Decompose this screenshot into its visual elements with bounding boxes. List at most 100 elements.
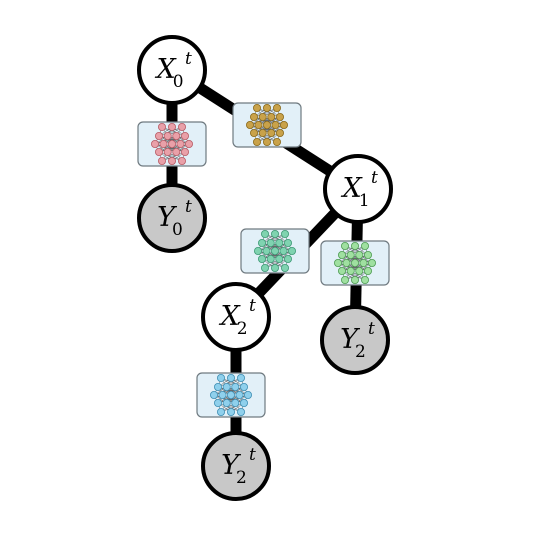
- neuron: [360, 241, 369, 250]
- neuron: [272, 104, 281, 113]
- neuron: [270, 229, 279, 238]
- node-y2a: Y2t: [320, 305, 390, 375]
- neuron: [184, 139, 193, 148]
- neuron: [154, 131, 163, 140]
- neuron: [266, 238, 275, 247]
- neuron: [209, 390, 218, 399]
- neuron: [253, 246, 262, 255]
- neuron: [226, 373, 235, 382]
- neuron: [249, 128, 258, 137]
- neuron: [216, 373, 225, 382]
- neuron: [340, 275, 349, 284]
- neuron: [333, 258, 342, 267]
- node-superscript: t: [249, 296, 256, 316]
- node-superscript: t: [185, 49, 192, 69]
- neuron: [262, 137, 271, 146]
- neuron: [280, 263, 289, 272]
- neuron: [159, 139, 168, 148]
- neuron: [279, 246, 288, 255]
- node-superscript: t: [371, 168, 378, 188]
- neuron: [213, 382, 222, 391]
- neuron: [167, 123, 176, 132]
- neuron: [262, 246, 271, 255]
- neuron: [267, 128, 276, 137]
- neuron: [222, 398, 231, 407]
- neuron: [177, 123, 186, 132]
- neuron: [167, 139, 176, 148]
- neuron: [272, 137, 281, 146]
- neuron: [275, 238, 284, 247]
- neuron: [337, 266, 346, 275]
- neuron: [243, 390, 252, 399]
- neuron: [236, 373, 245, 382]
- neuron: [283, 238, 292, 247]
- neuron: [270, 263, 279, 272]
- neuron: [280, 229, 289, 238]
- neuron: [283, 254, 292, 263]
- neuron: [258, 113, 267, 122]
- neuron: [260, 263, 269, 272]
- neuron: [257, 254, 266, 263]
- neuron: [154, 147, 163, 156]
- neuron: [287, 246, 296, 255]
- node-label: X0: [154, 54, 183, 92]
- neuron: [235, 390, 244, 399]
- node-label: X2: [218, 301, 247, 339]
- neuron: [346, 266, 355, 275]
- neuron: [231, 382, 240, 391]
- neuron: [360, 275, 369, 284]
- node-circle: [320, 305, 390, 375]
- neuron: [172, 131, 181, 140]
- neuron: [167, 156, 176, 165]
- neuron: [163, 147, 172, 156]
- neuron: [249, 113, 258, 122]
- neuron: [226, 407, 235, 416]
- neural-network-icon: [232, 102, 302, 148]
- neuron: [367, 258, 376, 267]
- neuron: [150, 139, 159, 148]
- neuron: [252, 137, 261, 146]
- neuron: [350, 241, 359, 250]
- node-x1: X1t: [323, 154, 393, 224]
- neuron: [275, 128, 284, 137]
- node-circle: [323, 154, 393, 224]
- node-y0: Y0t: [137, 183, 207, 253]
- neuron: [163, 131, 172, 140]
- neuron: [236, 407, 245, 416]
- neuron: [245, 121, 254, 130]
- node-label: Y2: [221, 450, 247, 488]
- node-label: Y0: [157, 202, 183, 240]
- neuron: [260, 229, 269, 238]
- node-circle: [201, 431, 271, 501]
- neuron: [350, 275, 359, 284]
- node-circle: [137, 183, 207, 253]
- neuron: [342, 258, 351, 267]
- neuron: [239, 382, 248, 391]
- neuron: [275, 113, 284, 122]
- neuron: [270, 246, 279, 255]
- node-circle: [137, 35, 207, 105]
- node-y2b: Y2t: [201, 431, 271, 501]
- neuron: [177, 156, 186, 165]
- neural-network-icon: [196, 372, 266, 418]
- neuron: [252, 104, 261, 113]
- neural-network-icon: [240, 228, 310, 274]
- neuron: [266, 254, 275, 263]
- neuron: [275, 254, 284, 263]
- neuron: [337, 250, 346, 259]
- neuron: [172, 147, 181, 156]
- neuron: [231, 398, 240, 407]
- neuron: [157, 123, 166, 132]
- neuron: [340, 241, 349, 250]
- neuron: [257, 238, 266, 247]
- neuron: [346, 250, 355, 259]
- neuron: [218, 390, 227, 399]
- neuron: [258, 128, 267, 137]
- network-boxes-layer: [137, 102, 390, 418]
- neuron: [363, 250, 372, 259]
- node-circle: [201, 282, 271, 352]
- neuron: [157, 156, 166, 165]
- node-label: Y2: [340, 324, 366, 362]
